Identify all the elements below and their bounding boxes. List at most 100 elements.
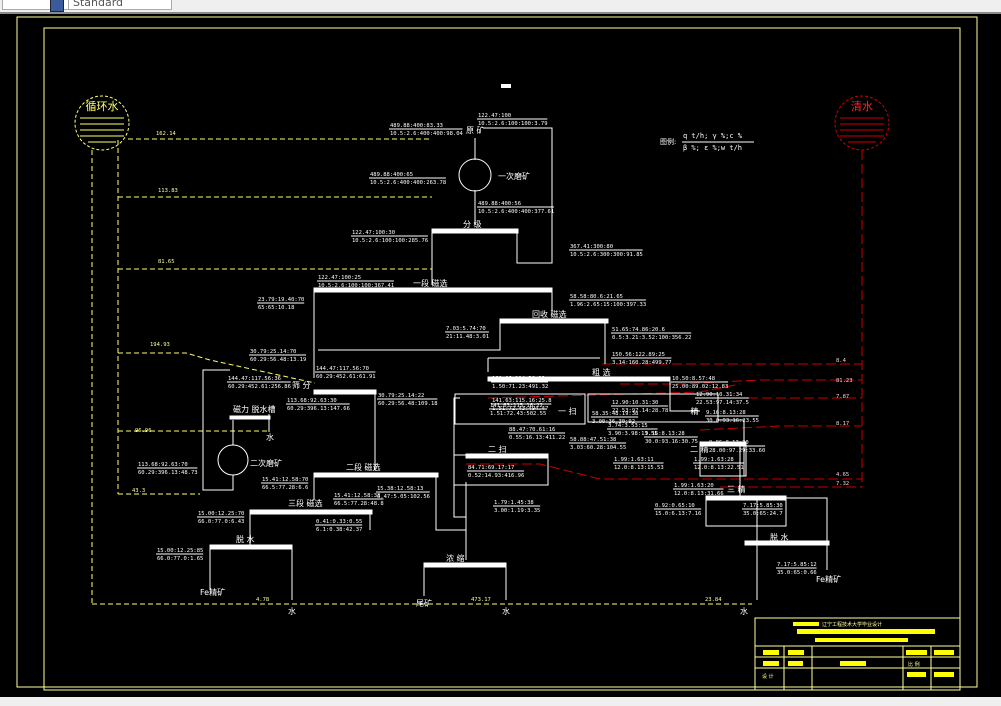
flow-label-stage2_tail: 15.38:12.58:136.47:5.05:102.56 — [376, 486, 430, 500]
flow-top: 367.41:300:80 — [570, 244, 613, 250]
flow-bottom: 10.5:2.6:100:100:3.79 — [478, 121, 548, 127]
flow-top: 7.17:5.85:30 — [743, 503, 783, 509]
flow-top: 489.88:400:65 — [370, 172, 413, 178]
flow-bottom: 1.50:71.23:491.32 — [492, 384, 548, 390]
circulating-water-lines — [91, 138, 752, 605]
flow-label-clean3_conc: 7.17:5.85:30 35.0:65:24.7 — [742, 503, 783, 517]
flow-label-sweep1_tail: 58.35:48.19:383.00:36.30:92 — [591, 411, 638, 425]
flow-label-sweep2_out: 1.79:1.45:383.00:1.19:3.35 — [493, 500, 540, 514]
clean2-label: 二 精 — [690, 444, 709, 454]
flow-bottom: 3.00:1.19:3.35 — [494, 508, 540, 514]
flow-bottom: 22.53:97.14:37.5 — [696, 400, 749, 406]
flow-top: 23.79:19.40:70 — [258, 297, 304, 303]
title-mark — [501, 84, 511, 88]
mag-dewater-label: 磁力 脱水槽 — [233, 404, 276, 414]
flow-bottom: 30.0:93.16:23.55 — [706, 418, 759, 424]
flow-label-stage2_conc: 15.41:12.58:70 66.5:77.28:6.6 — [261, 477, 308, 491]
clean1-label: 一 精 — [680, 406, 699, 416]
flow-top: 1.99:1.63:20 — [674, 483, 714, 489]
sweep1-label: 一 扫 — [558, 406, 577, 416]
flow-label-mill1_out: 489.88:400:56 10.5:2.6:400:400:377.61 — [477, 201, 554, 215]
flow-label-clean3_feed: 1.99:1.63:20 12.0:8.13:31.66 — [673, 483, 724, 497]
flow-bottom: 60.29:452.61:61.91 — [316, 374, 376, 380]
flow-bottom: 35.0:65:24.7 — [743, 511, 783, 517]
flow-bottom: 6.47:5.05:102.56 — [377, 494, 430, 500]
flow-top: 12.90:10.31:30 — [612, 400, 658, 406]
flow-bottom: 10.5:2.6:300:300:91.85 — [570, 252, 643, 258]
flow-bottom: 28.00:97.29:33.60 — [709, 448, 765, 454]
flow-bottom: 21:11.48:3.01 — [446, 334, 489, 340]
flow-label-stage3_tail: 0.41:0.33:0.556.1:0.38:42.37 — [315, 519, 362, 533]
clean3-label: 三 精 — [727, 484, 746, 494]
classification-label: 分 级 — [463, 219, 482, 229]
flow-top: 150.56:122.89:25 — [612, 352, 665, 358]
flowsheet-canvas[interactable]: 循环水 清水 图例: q t/h; γ %;c % β %; ε % — [0, 14, 1001, 697]
flow-bottom: 10.5:2.6:100:100:285.76 — [352, 238, 428, 244]
water-out-right: 水 — [740, 606, 748, 616]
flow-top: 12.90:10.31:34 — [696, 392, 743, 398]
primary-mill[interactable] — [458, 158, 492, 192]
flow-label-clean1_tail: 3.74:3.53:153.90:3.98:13.55 — [607, 423, 658, 437]
stage1-mag-label: 一段 磁选 — [413, 278, 448, 288]
flow-top: 122.47:100 — [478, 113, 511, 119]
scale-label: 比 例 — [908, 661, 920, 668]
concentrate-label: 浓 缩 — [446, 553, 465, 563]
flow-top: 489.88:400:56 — [478, 201, 521, 207]
circulating-water-hatching — [80, 117, 124, 143]
flow-top: 1.99:1.63:28 — [694, 457, 734, 463]
flow-top: 84.71:69.17:17 — [468, 465, 514, 471]
outer-frame — [16, 16, 978, 688]
flow-top: 51.65:74.86:20.6 — [612, 327, 665, 333]
water-out-mid: 水 — [502, 606, 510, 616]
flow-bottom: 60.29:56.48:109.18 — [378, 401, 438, 407]
text-style-icon[interactable] — [50, 0, 64, 12]
clean-water-value: 8.4 — [836, 358, 847, 364]
flow-bottom: 10.5:2.6:400:400:377.61 — [478, 209, 554, 215]
water-value: 81.65 — [158, 259, 175, 265]
secondary-mill[interactable] — [217, 444, 249, 476]
flow-bottom: 60.29:396.13:48.73 — [138, 470, 198, 476]
flow-bottom: 12.0:8.13:31.66 — [674, 491, 724, 497]
sieve-label: 筛 分 — [292, 380, 311, 390]
water-value: 162.14 — [156, 131, 177, 137]
flow-top: 15.41:12.58:70 — [262, 477, 308, 483]
dewater-left-label: 脱 水 — [236, 534, 255, 544]
flow-top: 58.88:47.51:38 — [570, 437, 616, 443]
flow-label-clean2_feed: 9.96:8.13:30 28.00:97.29:33.60 — [708, 440, 765, 454]
recovery-mag-label: 回收 磁选 — [532, 309, 567, 319]
flow-bottom: 66.5:77.28:6.6 — [262, 485, 308, 491]
legend-label: 图例: — [660, 137, 676, 146]
flow-label-class_under: 367.41:300:80 10.5:2.6:300:300:91.85 — [569, 244, 643, 258]
flow-bottom: 3.03:60.28:104.55 — [570, 445, 626, 451]
clean-water-value: 4.65 — [836, 472, 849, 478]
water-value: 23.84 — [705, 597, 722, 603]
flow-top: 30.79:25.14:70 — [250, 349, 296, 355]
title-block — [754, 617, 961, 691]
water-values: 162.14 113.83 81.65 194.93 96.96 43.3 4.… — [132, 131, 853, 603]
flow-top: 7.17:5.85:12 — [777, 562, 817, 568]
flow-bottom: 60.29:452.61:256.86 — [228, 384, 291, 390]
flow-label-rough_feed2: 160.06:114.38:221.50:71.23:491.32 — [491, 376, 548, 390]
flow-top: 122.47:100:25 — [318, 275, 361, 281]
flow-bottom: 0.52:14.93:416.96 — [468, 473, 524, 479]
flow-top: 0.41:0.33:0.55 — [316, 519, 362, 525]
flow-top: 9.96:8.13:30 — [709, 440, 749, 446]
dewater-right-label: 脱 水 — [770, 532, 789, 542]
flow-top: 144.47:117.56:70 — [316, 366, 369, 372]
legend-bottom: β %; ε %;w t/h — [683, 144, 742, 152]
clean-water-lines — [466, 150, 863, 488]
text-style-combo[interactable]: Standard — [68, 0, 172, 10]
flow-top: 15.00:12.25:70 — [198, 511, 244, 517]
flow-bottom: 0.5:3.21:3.52:100:356.22 — [612, 335, 691, 341]
flow-label-sweep1_conc: 88.47:70.61:160.55:16.13:411.22 — [508, 427, 565, 441]
